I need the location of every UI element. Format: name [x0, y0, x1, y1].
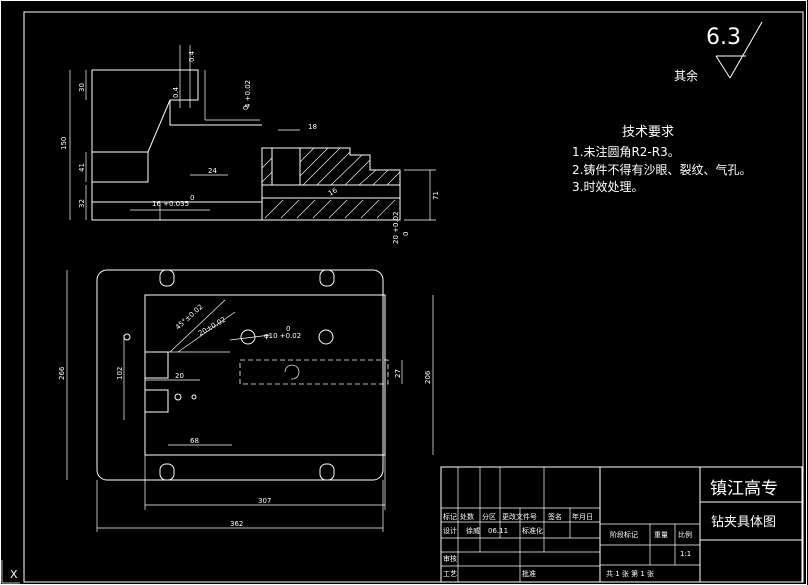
- ucs-icon: X: [1, 560, 20, 584]
- tb-stage-label: 阶段标记: [610, 530, 638, 539]
- dim-small-3: 16: [327, 186, 339, 198]
- dim-102: 102: [116, 367, 124, 380]
- dim-41: 41: [78, 163, 86, 172]
- surface-finish-symbol: 6.3 其余: [674, 21, 763, 83]
- inner-frame: [23, 11, 804, 583]
- tb-label-change-doc: 更改文件号: [502, 512, 537, 521]
- dim-dia10-lower: 0: [286, 325, 290, 333]
- tb-date: 06.11: [488, 527, 508, 535]
- tb-weight-label: 重量: [654, 531, 668, 539]
- tb-std-label: 标准化: [522, 526, 543, 535]
- tb-label-zone: 分区: [482, 512, 496, 521]
- ucs-x-label: X: [10, 568, 18, 581]
- tech-req-item-1: 1.未注圆角R2-R3。: [572, 144, 680, 159]
- dim-dia10: φ10 +0.02: [264, 332, 301, 340]
- dim-206: 206: [424, 370, 432, 384]
- title-block: 标记 处数 分区 更改文件号 签名 年月日 设计 徐威 06.11 标准化 审核…: [440, 466, 803, 583]
- tb-review-label: 审核: [443, 554, 457, 563]
- dim-266: 266: [58, 366, 66, 380]
- roughness-label: 其余: [674, 68, 698, 83]
- dim-362: 362: [230, 520, 243, 528]
- dim-small-1: 0.4: [188, 50, 196, 62]
- tb-process-label: 工艺: [443, 570, 457, 578]
- tb-designer: 徐威: [466, 526, 480, 535]
- dim-150: 150: [60, 137, 68, 150]
- dim-71: 71: [432, 191, 440, 200]
- dim-32: 32: [78, 199, 86, 208]
- tb-label-date: 年月日: [572, 512, 593, 521]
- section-view: 150 30 41 32 24 18 16 +0.035 0 4 +0.02 0…: [60, 45, 440, 244]
- dim-4-tol: 4 +0.02: [244, 80, 252, 108]
- tech-requirements: 技术要求 1.未注圆角R2-R3。 2.铸件不得有沙眼、裂纹、气孔。 3.时效处…: [572, 125, 751, 194]
- tech-req-item-3: 3.时效处理。: [572, 179, 643, 194]
- dim-24: 24: [208, 167, 217, 175]
- dim-20: 20: [175, 372, 184, 380]
- dim-16-tol: 16 +0.035: [152, 200, 189, 208]
- tb-label-sign: 签名: [548, 512, 562, 521]
- tb-sheets: 共 1 张 第 1 张: [606, 569, 654, 578]
- dim-angle-1: 45°±0.02: [174, 303, 205, 332]
- dim-68: 68: [190, 437, 199, 445]
- tb-scale-label: 比例: [678, 530, 692, 539]
- tech-req-item-2: 2.铸件不得有沙眼、裂纹、气孔。: [572, 162, 751, 177]
- dim-4-tol-lower: 0: [242, 106, 250, 110]
- tb-design-label: 设计: [443, 526, 457, 535]
- dim-27: 27: [394, 369, 402, 378]
- dim-16-tol-lower: 0: [190, 194, 194, 202]
- dim-angle-2: 20±0.02: [197, 316, 227, 338]
- dim-18: 18: [308, 123, 317, 131]
- dim-30: 30: [78, 83, 86, 92]
- plan-view: 45°±0.02 20±0.02 φ10 +0.02 0 266 102 20 …: [58, 269, 434, 532]
- tb-label-mark: 标记: [443, 512, 457, 521]
- tech-req-title: 技术要求: [622, 125, 674, 140]
- tb-school: 镇江高专: [710, 479, 778, 499]
- dim-307: 307: [258, 497, 271, 505]
- tb-approve-label: 批准: [522, 569, 536, 578]
- dim-small-2: 0.4: [172, 86, 180, 98]
- tb-label-count: 处数: [460, 512, 474, 521]
- roughness-value: 6.3: [706, 25, 741, 50]
- tb-scale-value: 1:1: [680, 550, 691, 558]
- dim-20-tol: 20 +0.02: [392, 211, 400, 244]
- dim-20-tol-lower: 0: [402, 232, 410, 236]
- tb-drawing-name: 钻夹具体图: [711, 515, 776, 530]
